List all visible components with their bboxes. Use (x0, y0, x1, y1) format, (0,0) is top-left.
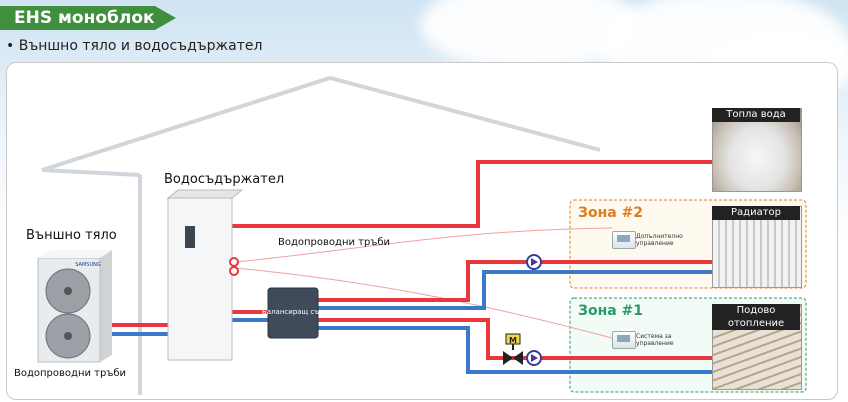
buffer-label: Балансиращ съд (262, 308, 324, 316)
radiator-caption: Радиатор (712, 206, 800, 220)
house-eave (41, 168, 141, 177)
tank-body (167, 197, 233, 361)
buffer-tank (267, 287, 319, 339)
pipe-cold-zone1 (318, 326, 712, 374)
house-outline (41, 75, 601, 172)
valve-icon (503, 351, 513, 365)
page-subtitle: • Външно тяло и водосъдържател (6, 38, 263, 54)
tank-label: Водосъдържател (164, 172, 285, 187)
pump-arrow (531, 354, 538, 362)
pump-arrow (531, 258, 538, 266)
zone2-controller-label: Допълнително управление (636, 233, 683, 247)
floor-heating-caption: Подово отопление (712, 304, 800, 330)
outdoor-unit-brand: SAMSUNG (75, 262, 101, 268)
zone1-controller-label: Система за управление (636, 333, 674, 347)
pipe-hot-zone2 (318, 260, 712, 302)
zone1-title: Зона #1 (578, 303, 644, 319)
valve-label: M (509, 336, 517, 345)
tank-port-icon (229, 257, 239, 267)
signal-line (234, 267, 613, 339)
hot-water-caption: Топла вода (712, 108, 800, 122)
outdoor-unit-label: Външно тяло (26, 228, 117, 243)
pipe-hot-water (232, 160, 712, 228)
outdoor-unit: SAMSUNG (37, 250, 112, 363)
signal-line (234, 227, 613, 263)
zone2-controller-icon (612, 231, 636, 249)
zone1-controller-icon (612, 331, 636, 349)
tank-display (185, 226, 195, 248)
pipe-cold-zone2 (318, 270, 712, 310)
pipes-label-top: Водопроводни тръби (278, 237, 391, 248)
valve-actuator (505, 333, 521, 345)
tank-port-icon (229, 266, 239, 276)
outdoor-unit-side (100, 250, 112, 362)
pipes-label-bottom: Водопроводни тръби (14, 368, 127, 379)
tank-top (166, 189, 244, 199)
outdoor-unit-top (38, 250, 112, 258)
valve-icon (513, 351, 523, 365)
zone2-title: Зона #2 (578, 205, 644, 221)
water-tank (166, 189, 244, 361)
pipe-hot-zone1 (318, 318, 712, 360)
title-tab (0, 6, 176, 30)
page-title: EHS моноблок (14, 8, 155, 28)
hot-water-photo (712, 108, 802, 192)
